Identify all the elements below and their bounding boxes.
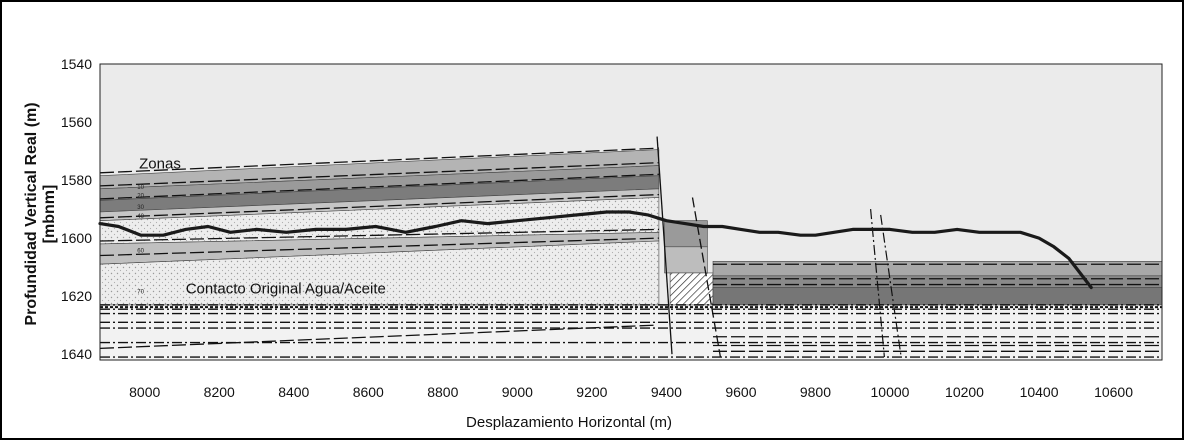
x-tick-label: 10400 bbox=[1020, 384, 1059, 400]
geology-layers bbox=[99, 136, 1163, 361]
series-line bbox=[98, 210, 1093, 290]
fault-2 bbox=[691, 197, 722, 358]
x-tick-label: 10200 bbox=[945, 384, 984, 400]
left-interface-3 bbox=[99, 193, 659, 219]
x-tick-label: 9400 bbox=[651, 384, 682, 400]
mid-block-hatch bbox=[669, 272, 714, 306]
series-group bbox=[98, 210, 1093, 290]
x-tick-label: 9800 bbox=[800, 384, 831, 400]
left-interface-5 bbox=[99, 237, 659, 257]
mid-block-mid bbox=[664, 246, 708, 274]
x-tick-labels: 8000 8200 8400 8600 8800 9000 9200 9400 9600 9800… bbox=[129, 384, 1133, 400]
x-tick-label: 9200 bbox=[576, 384, 607, 400]
right-layer-2 bbox=[712, 275, 1163, 288]
x-tick-label: 8800 bbox=[427, 384, 458, 400]
y-axis-unit: [mbnm] bbox=[41, 185, 58, 244]
y-tick-labels: 1540 1560 1580 1600 1620 1640 bbox=[61, 56, 92, 362]
annotation: Contacto Original Agua/Aceite bbox=[186, 280, 386, 297]
zone-labels: 10 20 30 40 60 70 bbox=[137, 185, 144, 295]
y-tick-label: 1640 bbox=[61, 346, 92, 362]
left-interface-2 bbox=[99, 173, 659, 200]
y-tick-label: 1620 bbox=[61, 288, 92, 304]
fault-3 bbox=[870, 209, 885, 358]
x-tick-label: 8600 bbox=[353, 384, 384, 400]
zone-label: 10 bbox=[137, 185, 144, 191]
left-interface-4 bbox=[99, 228, 659, 242]
y-tick-label: 1580 bbox=[61, 172, 92, 188]
x-tick-label: 8200 bbox=[204, 384, 235, 400]
x-tick-label: 8000 bbox=[129, 384, 160, 400]
x-tick-label: 10000 bbox=[871, 384, 910, 400]
zone-label: 30 bbox=[137, 205, 144, 211]
fault-1 bbox=[656, 136, 673, 355]
x-tick-label: 8400 bbox=[278, 384, 309, 400]
annotation: Zonas bbox=[139, 155, 181, 172]
y-tick-label: 1560 bbox=[61, 114, 92, 130]
y-tick-label: 1540 bbox=[61, 56, 92, 72]
y-tick-label: 1600 bbox=[61, 230, 92, 246]
fault-4 bbox=[880, 214, 902, 358]
plot-border bbox=[99, 63, 1163, 361]
right-layer-1 bbox=[712, 260, 1163, 277]
x-axis-title: Desplazamiento Horizontal (m) bbox=[466, 414, 672, 431]
y-axis-title: Profundidad Vertical Real (m) bbox=[23, 102, 40, 325]
zone-label: 20 bbox=[137, 193, 144, 199]
zone-label: 40 bbox=[137, 214, 144, 220]
right-layer-3 bbox=[712, 287, 1163, 306]
x-tick-label: 9000 bbox=[502, 384, 533, 400]
x-tick-label: 10600 bbox=[1094, 384, 1133, 400]
zone-label: 70 bbox=[137, 289, 144, 295]
left-interface-0 bbox=[99, 147, 659, 174]
zone-label: 60 bbox=[137, 249, 144, 255]
x-tick-label: 9600 bbox=[725, 384, 756, 400]
left-interface-1 bbox=[99, 162, 659, 187]
left-deep-dash bbox=[99, 324, 656, 350]
